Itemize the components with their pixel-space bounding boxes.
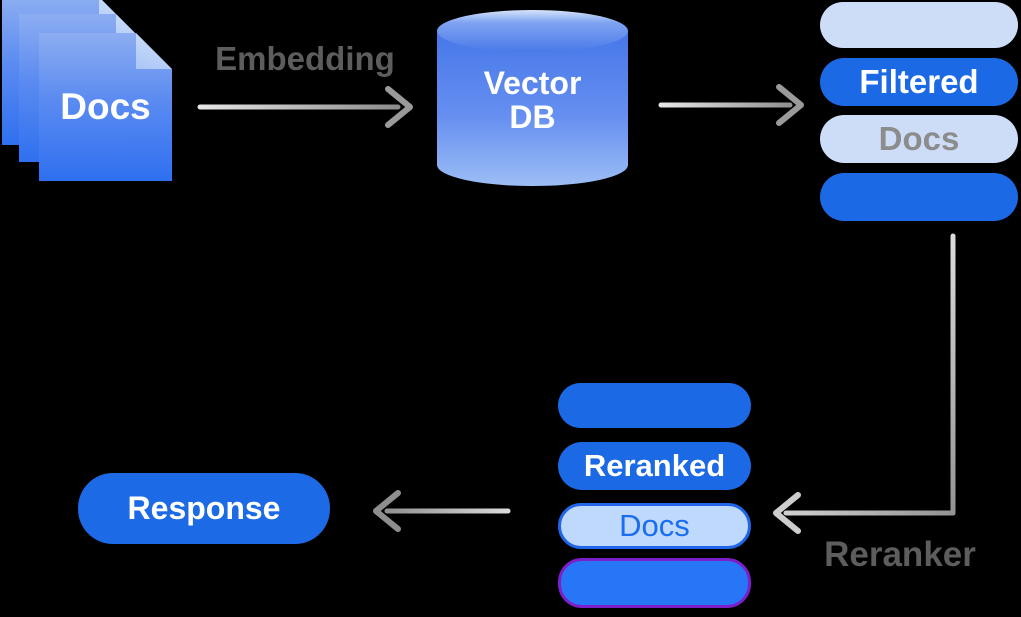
vector-db-node: Vector DB <box>437 8 628 190</box>
embedding-label: Embedding <box>215 40 395 77</box>
document-icon: Docs <box>39 33 172 181</box>
docs-stack-icon: Docs <box>0 0 200 200</box>
pill-reranked: Reranked <box>558 442 751 490</box>
filtered-docs-stack: Filtered Docs <box>820 2 1018 224</box>
arrow-to-response-icon <box>373 490 511 532</box>
reranker-label: Reranker <box>824 535 976 574</box>
pill-filtered: Filtered <box>820 58 1018 106</box>
docs-stack-label: Docs <box>60 86 151 127</box>
reranked-docs-stack: Reranked Docs <box>558 383 751 609</box>
pill-docs: Docs <box>820 115 1018 163</box>
vector-db-label: Vector DB <box>483 65 582 135</box>
arrow-db-to-filtered-icon <box>658 84 804 126</box>
pill <box>820 173 1018 221</box>
arrow-reranker-icon <box>773 233 956 534</box>
arrow-embedding-icon <box>197 86 413 128</box>
pill <box>820 2 1018 48</box>
response-node: Response <box>78 473 330 544</box>
database-cylinder-icon <box>437 10 628 186</box>
pill <box>558 383 751 428</box>
pill-docs: Docs <box>558 503 751 549</box>
pill <box>558 558 751 608</box>
